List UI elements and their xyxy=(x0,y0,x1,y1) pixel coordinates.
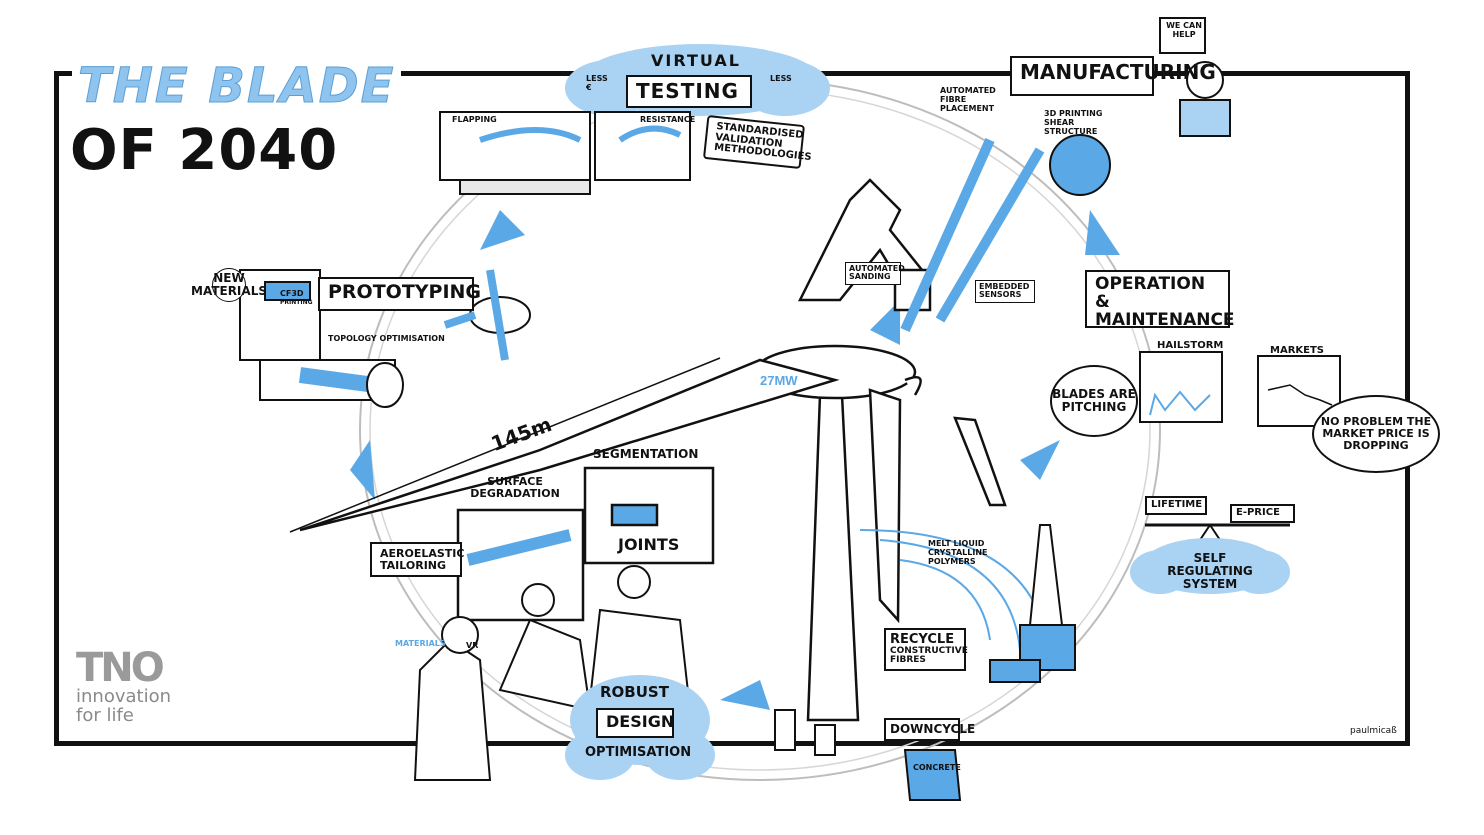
new-materials-bubble: NEW MATERIALS xyxy=(191,268,267,302)
cf3d-printing-label: PRINTING xyxy=(280,299,313,306)
virtual-label: VIRTUAL xyxy=(651,51,741,70)
design-box: DESIGN xyxy=(596,708,674,738)
testing-rigs xyxy=(439,111,691,195)
segmentation-label: SEGMENTATION xyxy=(593,447,699,461)
tno-logo: TNO innovation for life xyxy=(76,648,171,726)
concrete-label: CONCRETE xyxy=(913,763,961,772)
prototyping-propeller xyxy=(443,269,531,361)
less-money-label: LESS € xyxy=(586,74,608,92)
turbine-rating-text: 27MW xyxy=(760,373,798,388)
title-line-1: THE BLADE xyxy=(72,58,402,115)
cycle-arrow xyxy=(720,680,770,710)
cycle-arrow xyxy=(870,300,900,345)
tno-tagline-2: for life xyxy=(76,704,134,726)
shear-structure-circle xyxy=(1049,134,1111,196)
cycle-arrow xyxy=(350,440,375,500)
markets-label: MARKETS xyxy=(1270,345,1324,356)
lifetime-box: LIFETIME xyxy=(1145,496,1207,515)
market-price-bubble: NO PROBLEM THE MARKET PRICE IS DROPPING xyxy=(1312,395,1440,473)
melt-label: MELT LIQUID CRYSTALLINE POLYMERS xyxy=(928,539,988,566)
joints-label: JOINTS xyxy=(618,535,680,554)
constructive-fibres-label: CONSTRUCTIVE FIBRES xyxy=(890,645,968,666)
wind-turbine xyxy=(289,344,1007,722)
embedded-sensors-label: EMBEDDED SENSORS xyxy=(975,280,1035,303)
recycle-title: RECYCLE xyxy=(890,632,955,647)
cycle-arrow xyxy=(480,210,525,250)
tno-tagline-1: innovation xyxy=(76,686,171,707)
manufacturing-arm xyxy=(797,178,932,312)
cycle-arrows xyxy=(350,210,1120,710)
cf3d-label: CF3D xyxy=(280,289,304,298)
resistance-label: RESISTANCE xyxy=(640,115,696,124)
robust-label: ROBUST xyxy=(600,683,669,701)
surface-degradation-label: SURFACE DEGRADATION xyxy=(470,475,560,501)
eprice-box: E-PRICE xyxy=(1230,504,1295,523)
cycle-arrow xyxy=(1085,210,1120,255)
tno-mark: TNO xyxy=(76,645,165,691)
self-regulating-cloud xyxy=(1130,538,1290,594)
helper-robot xyxy=(1159,17,1231,137)
hailstorm-label: HAILSTORM xyxy=(1157,340,1224,351)
less-time-label: LESS xyxy=(770,74,792,83)
blades-pitching-bubble: BLADES ARE PITCHING xyxy=(1050,365,1138,437)
manufacturing-box: MANUFACTURING xyxy=(1010,56,1216,96)
automated-fibre-label: AUTOMATED FIBRE PLACEMENT xyxy=(940,86,996,113)
topology-label: TOPOLOGY OPTIMISATION xyxy=(328,334,445,343)
automated-sanding-label: AUTOMATED SANDING xyxy=(845,262,905,285)
cycle-arrow xyxy=(1020,440,1060,480)
concrete-bag xyxy=(903,749,962,801)
operation-box: OPERATION & MAINTENANCE xyxy=(1085,270,1235,329)
vr-label: VR xyxy=(466,641,479,650)
printing-3d-label: 3D PRINTING SHEAR STRUCTURE xyxy=(1044,109,1103,136)
materials-label: MATERIALS xyxy=(395,639,446,648)
tower-foundation xyxy=(774,709,836,756)
design-screens xyxy=(456,466,715,622)
prototyping-box: PROTOTYPING xyxy=(318,277,481,311)
blade-sections xyxy=(900,137,1045,333)
flapping-label: FLAPPING xyxy=(452,115,497,124)
testing-box: TESTING xyxy=(626,75,752,108)
artist-signature: paulmicaß xyxy=(1350,726,1397,736)
self-regulating-label: SELF REGULATING SYSTEM xyxy=(1167,551,1253,592)
title-line-2: OF 2040 xyxy=(70,118,339,183)
downcycle-box: DOWNCYCLE xyxy=(884,718,975,741)
recycle-box: RECYCLE CONSTRUCTIVE FIBRES xyxy=(884,628,968,671)
aeroelastic-box: AEROELASTIC TAILORING xyxy=(370,542,464,578)
robot-sign: WE CAN HELP xyxy=(1166,21,1202,39)
optimisation-label: OPTIMISATION xyxy=(585,745,692,760)
prototyping-printer xyxy=(239,269,404,408)
recycle-machine xyxy=(989,524,1076,683)
